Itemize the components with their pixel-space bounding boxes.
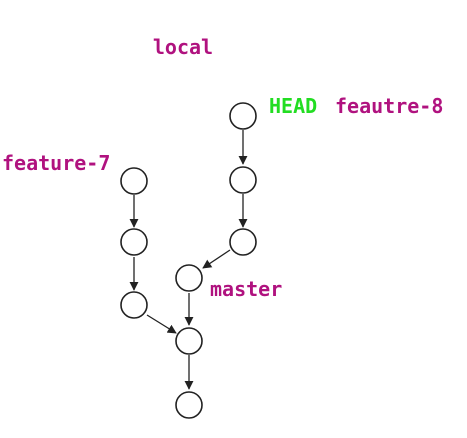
master-label: master	[210, 277, 282, 301]
commit-node-feature7-2[interactable]	[120, 228, 148, 256]
feature7-label: feature-7	[2, 151, 110, 175]
commit-node-root[interactable]	[175, 391, 203, 419]
edge-f8c-to-master	[202, 249, 231, 269]
commit-node-feature8-3[interactable]	[229, 228, 257, 256]
head-label: HEAD	[269, 94, 317, 118]
commit-node-master[interactable]	[175, 264, 203, 292]
commit-node-merge[interactable]	[175, 327, 203, 355]
diagram-title: local	[153, 35, 213, 59]
commit-node-feature7-3[interactable]	[120, 291, 148, 319]
commit-node-feature7-tip[interactable]	[120, 167, 148, 195]
commit-node-feature8-2[interactable]	[229, 166, 257, 194]
edge-f7c-to-merge	[146, 314, 177, 334]
commit-node-feature8-head[interactable]	[229, 102, 257, 130]
feature8-label: feautre-8	[335, 94, 443, 118]
